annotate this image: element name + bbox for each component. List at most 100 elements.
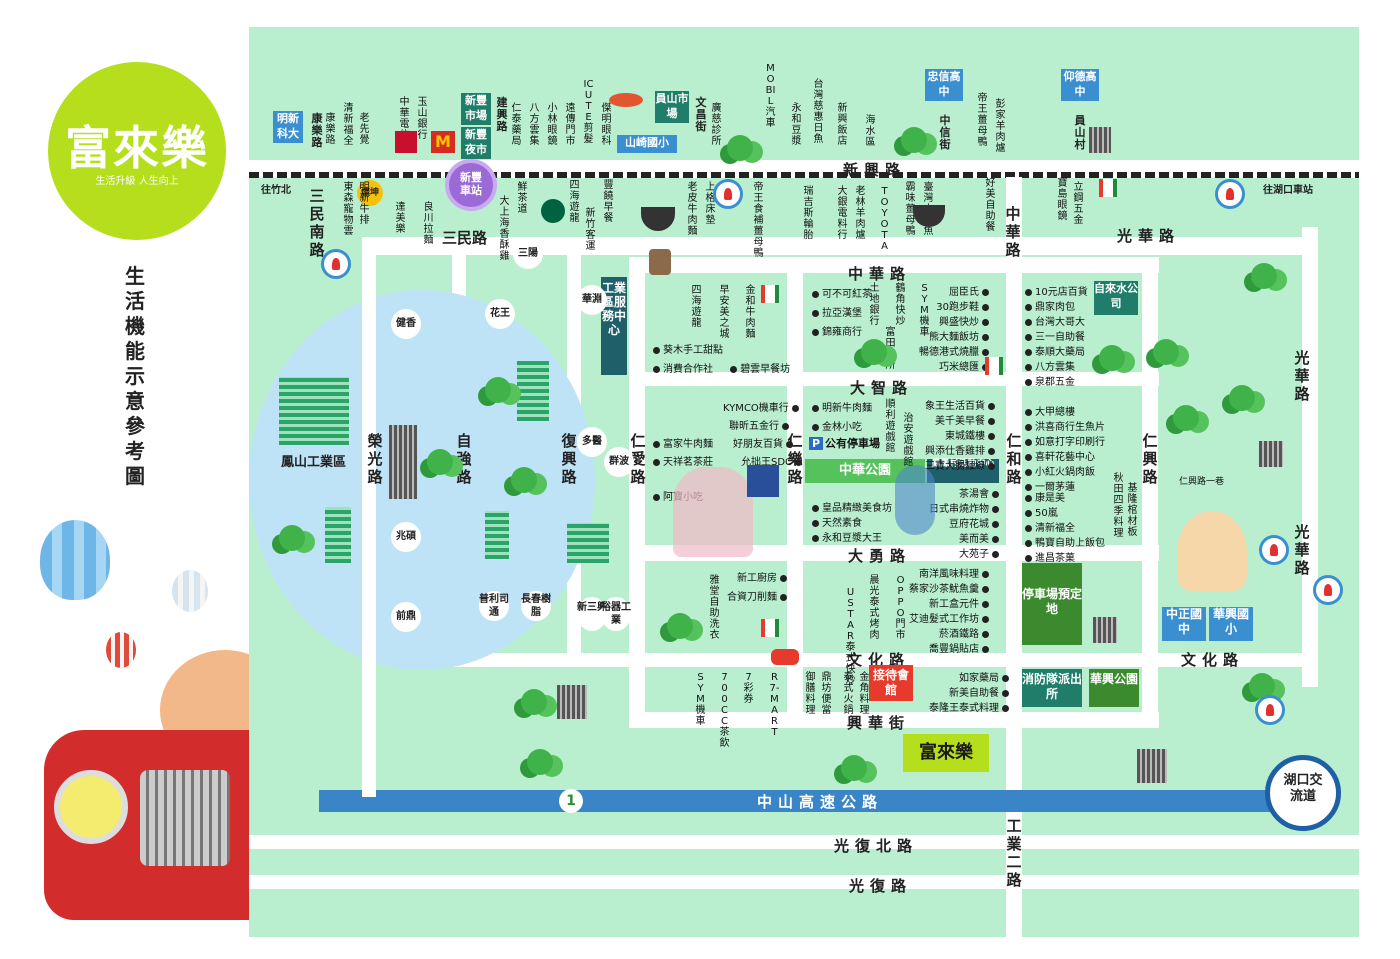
shop-item: 鼎家肉包 — [1025, 298, 1088, 313]
starbucks-icon — [541, 199, 565, 223]
shop-south: 達美樂 — [395, 202, 406, 235]
shop-south: 立鋼五金 — [1073, 182, 1084, 226]
station-marker: 新豐車站 — [445, 159, 497, 211]
sign-reception: 接待會館 — [869, 665, 913, 701]
map-area: 新興路 中華路 大智路 大勇路 文化路 文化路 興華街 光華路 中山高速公路 光… — [249, 27, 1359, 937]
shop-north: 老先覺 — [359, 113, 370, 146]
road-label-dayong: 大勇路 — [848, 547, 912, 565]
runner-illustration — [895, 465, 935, 535]
railway — [249, 172, 1359, 178]
shop-item: 明新牛肉麵 — [812, 399, 872, 414]
hot-air-balloon-icon — [172, 570, 208, 612]
shops-south: 東森寵物雲 明新牛排 達美樂 良川拉麵 鮮茶道 大上海香酥雞 四海遊龍 新竹客運… — [329, 178, 1089, 262]
sign-zhongxin: 忠信高中 — [925, 69, 963, 101]
shop-vertical: 7彩券 — [743, 672, 754, 705]
seven-eleven-icon — [761, 285, 779, 303]
shop-south: 霸味薑母鴨 — [905, 182, 916, 237]
block-j-list: 皇品精緻美食坊 天然素食 永和豆漿大王 — [812, 499, 892, 544]
parking-label: 公有停車場 — [825, 437, 880, 450]
shop-item: 新工盒元件 — [909, 595, 992, 610]
road-label-zhongxin-st: 中信街 — [939, 114, 951, 151]
shop-item: 50嵐 — [1025, 504, 1105, 519]
shop-vertical: 金角料理 — [859, 672, 870, 716]
shop-north: 永和豆漿 — [791, 103, 802, 147]
shop-item: 進昌茶菓 — [1025, 549, 1105, 564]
tree-icon — [861, 339, 887, 365]
shop-south: 豐饒早餐 — [603, 180, 614, 224]
shop-north: 玉山銀行 — [417, 97, 428, 141]
road-label-sanmin-south: 三民南路 — [309, 187, 325, 259]
block-i-list: 茶湯會 日式串燒炸物 豆府花城 美而美 大苑子 — [929, 485, 1002, 560]
shop-south: 東森寵物雲 — [343, 182, 354, 237]
shop-item: 暢德港式燒臘 — [919, 343, 992, 358]
shop-vertical: 雅堂自助洗衣 — [709, 575, 720, 641]
interchange-label: 湖口交流道 — [1283, 773, 1323, 804]
shop-item: 喜軒花藝中心 — [1025, 448, 1105, 463]
shop-vertical: 鼎坊便當 — [821, 672, 832, 716]
road-label-renxing-1: 仁興路一巷 — [1179, 477, 1225, 487]
fish-icon — [609, 93, 643, 107]
shop-item: 新工廚房 — [727, 569, 790, 584]
shop-item: 象王生活百貨 — [925, 397, 998, 412]
shop-vertical: 基隆棺材板 — [1127, 483, 1138, 538]
shop-item: 泉郡五金 — [1025, 373, 1088, 388]
tree-icon — [1229, 385, 1255, 411]
road-guangfu — [249, 875, 1359, 889]
road-label-rongguang: 榮光路 — [367, 432, 383, 486]
shop-item: 美千美早餐 — [925, 412, 998, 427]
shop-item: 美而美 — [929, 530, 1002, 545]
shop-item: 茶湯會 — [929, 485, 1002, 500]
tree-icon — [1251, 263, 1277, 289]
shop-item: 永和豆漿大王 — [812, 529, 892, 544]
shop-item: 菸酒鐵路 — [909, 625, 992, 640]
shop-item: 興添仕香雞排 — [925, 442, 998, 457]
shop-item: 蔡家沙茶魷魚羹 — [909, 580, 992, 595]
building-icon — [1089, 127, 1111, 153]
road-label-renai: 仁愛路 — [630, 432, 646, 486]
shop-north: MOBIL汽車 — [765, 63, 776, 129]
shop-vertical: R7-MART — [769, 672, 780, 738]
shop-south: 新竹客運 — [585, 208, 596, 252]
shop-south: 明新牛排 — [359, 182, 370, 226]
shop-item: 大苑子 — [929, 545, 1002, 560]
sign-huaxing: 華興國小 — [1209, 607, 1253, 641]
shop-south: 瑞吉斯輪胎 — [803, 186, 814, 241]
sign-fengfeng: 鳳鳳村活動中心 — [927, 459, 999, 483]
shop-vertical: 鶴角快炒 — [895, 283, 906, 327]
tree-icon — [1173, 405, 1199, 431]
shop-item: 鴨寶自助上飯包 — [1025, 534, 1105, 549]
shop-vertical: 泰式火鍋 — [843, 672, 854, 716]
sign-zhongzheng: 中正國中 — [1162, 607, 1206, 641]
shop-north: 彭家羊肉爐 — [995, 99, 1006, 154]
shop-north: 遠傳門市 — [565, 103, 576, 147]
shop-item: 錦雍商行 — [812, 323, 872, 338]
shop-north: 廣慈診所 — [711, 103, 722, 147]
block-o-list: 南洋風味料理 蔡家沙茶魷魚羹 新工盒元件 艾迪髮式工作坊 菸酒鐵路 喬豐鍋貼店 — [909, 565, 992, 655]
school-icon — [321, 249, 351, 279]
road-label-jianxing: 建興路 — [496, 96, 508, 133]
road-guangfu-north — [249, 835, 1359, 849]
label-duoyi: 多醫 — [577, 427, 607, 457]
mcdonalds-icon: M — [431, 131, 455, 153]
shop-vertical: 金和牛肉麵 — [745, 285, 756, 340]
road-label-renxing: 仁興路 — [1142, 432, 1158, 486]
parking-icon: P — [809, 437, 823, 450]
shop-item: 東城鐵樓 — [925, 427, 998, 442]
school-icon — [1215, 179, 1245, 209]
car-small-icon — [771, 649, 799, 665]
shop-vertical: OPPO門市 — [895, 575, 906, 641]
map-title: 生活機能示意參考圖 — [125, 264, 145, 488]
shop-item: 30跑步鞋 — [919, 298, 992, 313]
building-icon — [567, 523, 609, 563]
shop-item: 如意打字印刷行 — [1025, 433, 1105, 448]
shop-north: 康樂路 — [325, 113, 336, 146]
tree-icon — [667, 613, 693, 639]
road-label-fuxing: 復興路 — [561, 432, 577, 486]
shop-vertical: 700CC茶飲 — [719, 672, 730, 749]
shop-item: 清新福全 — [1025, 519, 1105, 534]
tree-icon — [527, 749, 553, 775]
seven-eleven-icon — [985, 357, 1003, 375]
brand-logo: 富來樂 生活升級 人生向上 — [48, 62, 226, 240]
tree-icon — [427, 449, 453, 475]
label-yuyu: 裕器工業 — [601, 597, 631, 631]
